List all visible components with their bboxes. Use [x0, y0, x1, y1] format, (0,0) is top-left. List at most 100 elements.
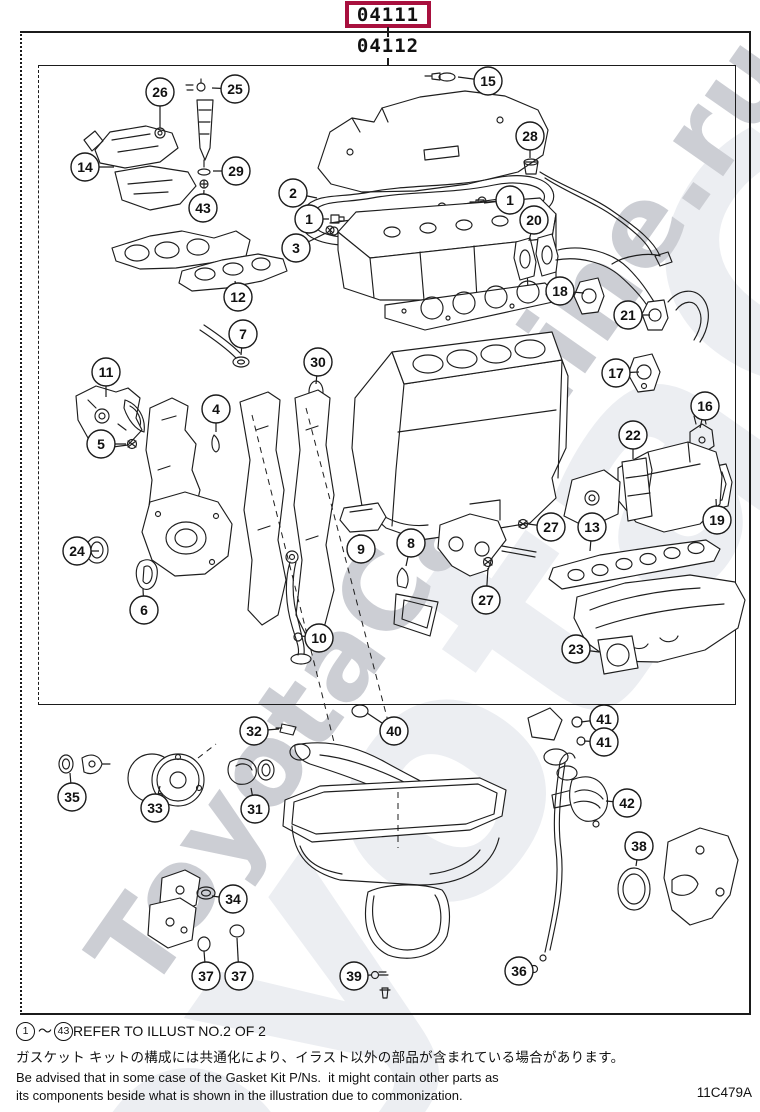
part-gasket-17	[627, 353, 661, 393]
callout-31[interactable]: 31	[240, 787, 270, 824]
part-timing-cover-front	[141, 491, 233, 577]
refer-note: 1 ～ 43 REFER TO ILLUST NO.2 OF 2	[16, 1021, 266, 1041]
callout-37[interactable]: 37	[224, 937, 254, 991]
svg-text:37: 37	[231, 968, 247, 984]
svg-text:31: 31	[247, 801, 263, 817]
callout-13[interactable]: 13	[577, 512, 607, 552]
svg-text:22: 22	[625, 427, 641, 443]
part-pin-4	[211, 434, 220, 453]
svg-text:26: 26	[152, 84, 168, 100]
callout-20[interactable]: 20	[519, 205, 549, 242]
callout-3[interactable]: 3	[281, 232, 327, 263]
callout-41[interactable]: 41	[583, 727, 619, 757]
part-exhaust-manifold	[111, 230, 251, 270]
callout-19[interactable]: 19	[702, 498, 732, 535]
callout-9[interactable]: 9	[346, 533, 376, 564]
part-harness-hose	[539, 171, 673, 267]
callout-range-start: 1	[16, 1021, 35, 1041]
callout-37[interactable]: 37	[191, 950, 221, 991]
part-chain-cover-plates	[239, 389, 335, 636]
part-oil-filter-union-41-42	[527, 707, 609, 828]
svg-text:4: 4	[212, 401, 220, 417]
svg-text:14: 14	[77, 159, 93, 175]
part-cylinder-block	[351, 331, 569, 541]
callout-6[interactable]: 6	[129, 588, 159, 625]
svg-text:27: 27	[478, 592, 494, 608]
part-oil-pipe-10	[285, 550, 312, 665]
callout-38[interactable]: 38	[624, 831, 654, 867]
part-gasket-18	[573, 277, 605, 315]
diagram-outer-frame	[20, 31, 751, 1015]
callout-35[interactable]: 35	[57, 772, 87, 812]
callout-23[interactable]: 23	[561, 634, 600, 664]
part-bolt-15	[424, 72, 456, 82]
callout-42[interactable]: 42	[605, 788, 642, 818]
part-egr-pipe-lower	[667, 290, 709, 343]
part-oil-level-tube-36	[529, 752, 576, 974]
part-throttle-gasket-23	[597, 635, 639, 675]
note-japanese: ガスケット キットの構成には共通化により、イラスト以外の部品が含まれている場合が…	[16, 1050, 625, 1065]
callout-29[interactable]: 29	[213, 156, 251, 186]
part-heat-insulator-upper	[83, 125, 179, 169]
part-cylinder-head	[337, 197, 557, 301]
svg-text:42: 42	[619, 795, 635, 811]
callout-24[interactable]: 24	[62, 536, 99, 566]
callout-5[interactable]: 5	[86, 429, 126, 459]
callout-36[interactable]: 36	[504, 956, 534, 986]
callout-7[interactable]: 7	[228, 319, 258, 356]
callout-16[interactable]: 16	[690, 391, 720, 429]
svg-text:12: 12	[230, 289, 246, 305]
callout-14[interactable]: 14	[70, 152, 114, 182]
callout-39[interactable]: 39	[339, 961, 372, 991]
svg-text:24: 24	[69, 543, 85, 559]
callout-18[interactable]: 18	[545, 276, 585, 306]
svg-text:27: 27	[543, 519, 559, 535]
svg-text:36: 36	[511, 963, 527, 979]
part-intake-manifold-gasket-13	[548, 539, 721, 590]
svg-text:41: 41	[596, 734, 612, 750]
refer-text: REFER TO ILLUST NO.2 OF 2	[73, 1023, 266, 1039]
callout-33[interactable]: 33	[140, 785, 170, 823]
callout-4[interactable]: 4	[201, 394, 231, 432]
callout-11[interactable]: 11	[91, 357, 121, 397]
callout-15[interactable]: 15	[457, 66, 503, 96]
part-heat-insulator-lower	[114, 165, 197, 211]
callout-8[interactable]: 8	[396, 528, 426, 567]
svg-text:8: 8	[407, 535, 415, 551]
callout-28[interactable]: 28	[515, 121, 545, 158]
callout-2[interactable]: 2	[278, 178, 318, 208]
part-seal-ring-38	[617, 867, 651, 911]
svg-text:32: 32	[246, 723, 262, 739]
callout-27[interactable]: 27	[471, 567, 501, 615]
svg-text:39: 39	[346, 968, 362, 984]
part-egr-gaskets-20	[513, 233, 559, 281]
callout-21[interactable]: 21	[613, 300, 650, 330]
svg-text:21: 21	[620, 307, 636, 323]
callout-40[interactable]: 40	[366, 712, 409, 746]
part-fitting-8-and-hose	[393, 567, 439, 637]
callout-25[interactable]: 25	[211, 74, 250, 104]
callout-1[interactable]: 1	[483, 185, 525, 215]
callout-30[interactable]: 30	[303, 347, 333, 385]
callout-10[interactable]: 10	[300, 623, 334, 653]
part-gasket-9	[339, 502, 387, 533]
callout-22[interactable]: 22	[618, 420, 648, 459]
part-oil-pan	[282, 777, 507, 886]
figure-code: 11C479A	[696, 1085, 752, 1100]
svg-text:25: 25	[227, 81, 243, 97]
callout-27[interactable]: 27	[527, 512, 566, 542]
kit-number-badge[interactable]: 04111	[345, 1, 431, 28]
callout-17[interactable]: 17	[601, 358, 640, 388]
callout-32[interactable]: 32	[239, 716, 280, 746]
callout-12[interactable]: 12	[223, 280, 253, 312]
callout-26[interactable]: 26	[145, 77, 175, 128]
part-exhaust-manifold-gasket-12	[178, 253, 288, 292]
callout-43[interactable]: 43	[188, 189, 218, 223]
sub-kit-number-label[interactable]: 04112	[356, 35, 420, 57]
callout-1[interactable]: 1	[294, 204, 329, 234]
part-gasket-11	[123, 399, 145, 433]
svg-text:7: 7	[239, 326, 247, 342]
svg-text:9: 9	[357, 541, 365, 557]
callout-34[interactable]: 34	[211, 884, 248, 914]
